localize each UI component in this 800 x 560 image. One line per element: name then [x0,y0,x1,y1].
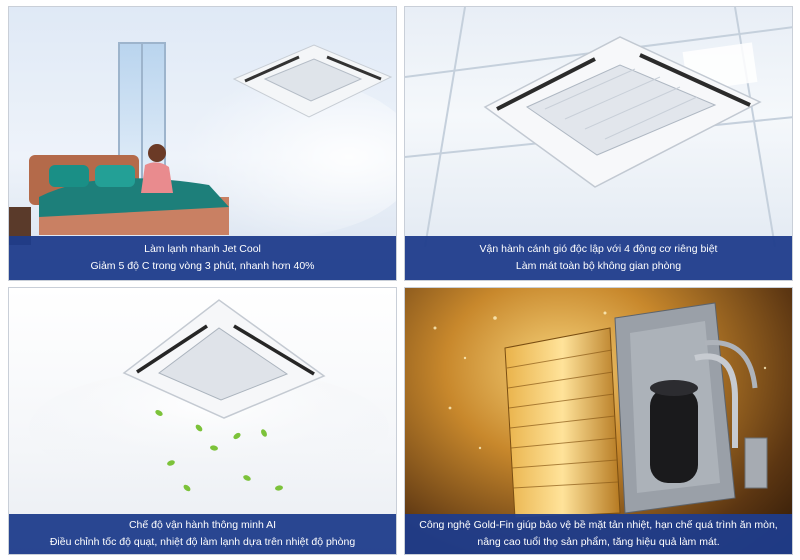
panel-jet-cool: Làm lạnh nhanh Jet Cool Giảm 5 độ C tron… [8,6,397,281]
ai-mode-unit-image [29,299,389,492]
caption-title: Vận hành cánh gió độc lập với 4 động cơ … [479,243,718,255]
caption-title: Công nghệ Gold-Fin giúp bảo vệ bề mặt tả… [419,519,778,531]
caption-title: Chế độ vận hành thông minh AI [128,519,277,531]
caption-jet-cool: Làm lạnh nhanh Jet Cool Giảm 5 độ C tron… [9,236,396,280]
panel-ai-mode: Chế độ vận hành thông minh AI Điều chỉnh… [8,287,397,555]
caption-detail: Làm mát toàn bộ không gian phòng [515,260,682,272]
caption-detail: Điều chỉnh tốc độ quạt, nhiệt độ làm lạn… [49,536,356,548]
caption-title: Làm lạnh nhanh Jet Cool [144,243,261,255]
caption-ai-mode: Chế độ vận hành thông minh AI Điều chỉnh… [9,514,396,554]
caption-gold-fin: Công nghệ Gold-Fin giúp bảo vệ bề mặt tả… [405,514,792,554]
bedroom-scene-image [9,42,396,245]
panel-gold-fin: Công nghệ Gold-Fin giúp bảo vệ bề mặt tả… [404,287,793,555]
caption-independent-louvers: Vận hành cánh gió độc lập với 4 động cơ … [405,236,792,280]
caption-detail: nâng cao tuổi thọ sản phẩm, tăng hiệu qu… [477,536,720,548]
caption-detail: Giảm 5 độ C trong vòng 3 phút, nhanh hơn… [90,260,315,272]
ceiling-unit-image [405,7,792,248]
gold-fin-condenser-image [433,302,768,519]
panel-independent-louvers: Vận hành cánh gió độc lập với 4 động cơ … [404,6,793,281]
